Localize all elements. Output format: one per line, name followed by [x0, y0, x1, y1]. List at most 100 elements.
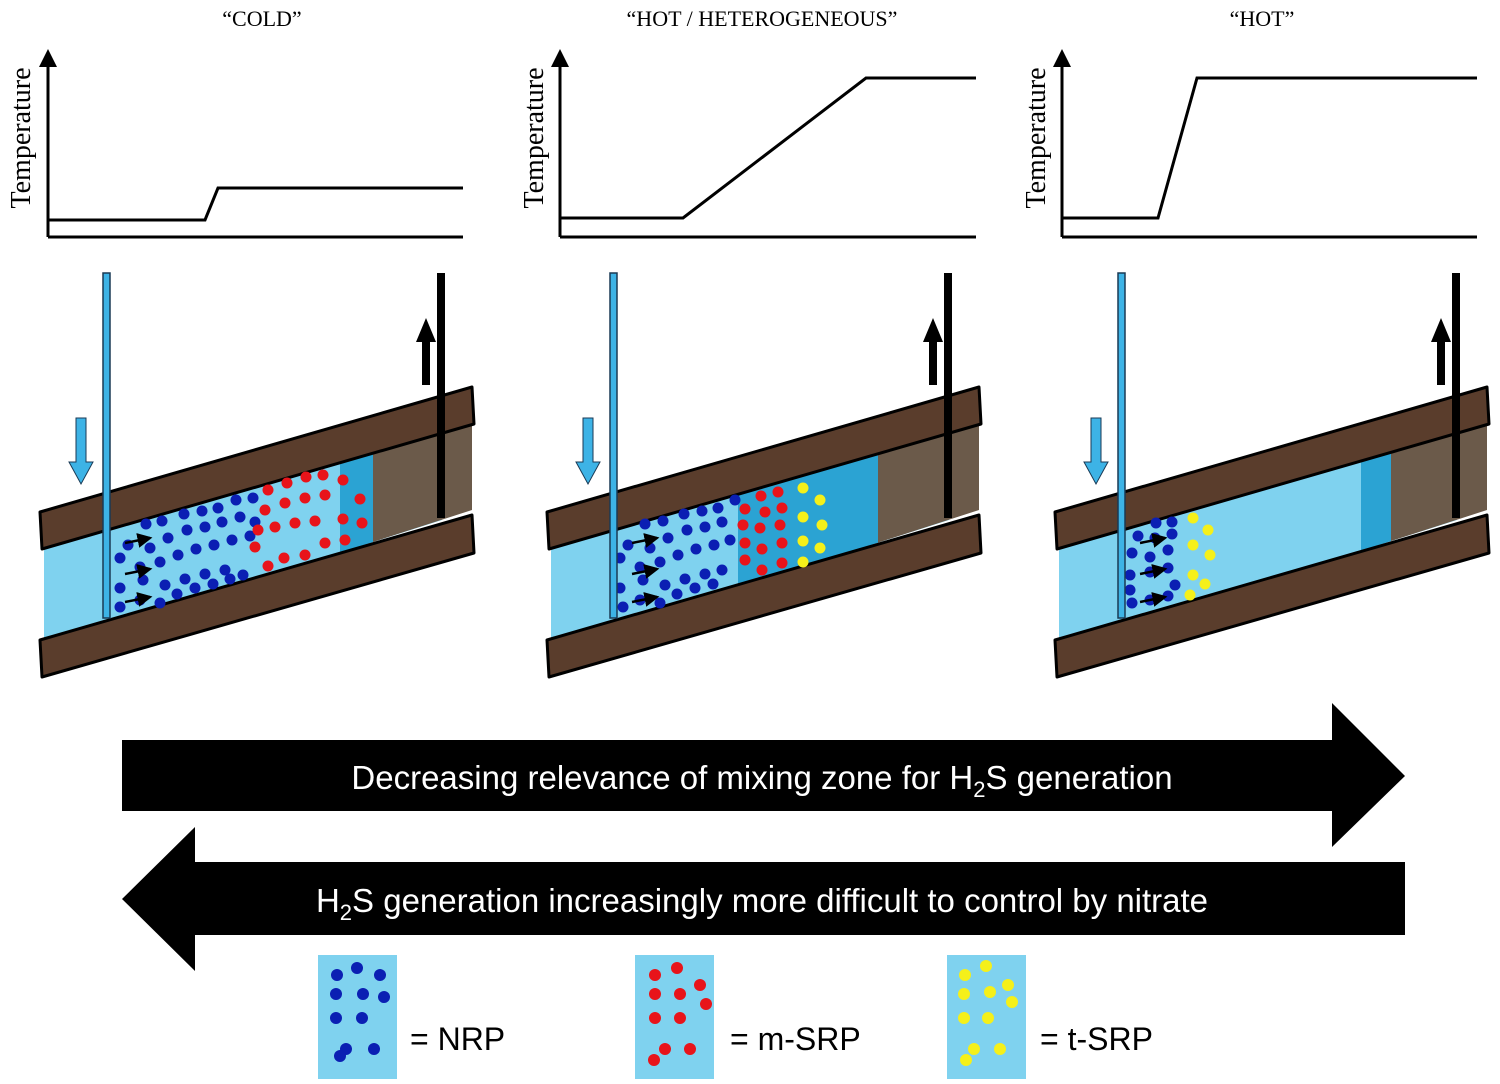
nrp-particle: [196, 505, 208, 517]
legend-dot: [351, 962, 363, 974]
m-srp-particle: [299, 549, 311, 561]
legend-dot: [960, 1054, 972, 1066]
m-srp-particle: [337, 513, 349, 525]
nrp-particle: [181, 524, 193, 536]
flow-arrow: [1139, 533, 1168, 548]
m-srp-particle: [252, 524, 264, 536]
legend-dot: [694, 979, 706, 991]
nrp-particle: [144, 542, 156, 554]
nrp-particle: [637, 574, 649, 586]
t-srp-dots-icon: [958, 960, 1018, 1066]
temperature-plot-hot-heterogeneous: [551, 49, 976, 239]
legend-dot: [374, 969, 386, 981]
legend-dot: [368, 1043, 380, 1055]
m-srp-particle: [262, 560, 274, 572]
right-arrow: [122, 703, 1405, 847]
flow-arrow: [1139, 564, 1168, 579]
legend-dot: [649, 988, 661, 1000]
m-srp-particle: [739, 537, 751, 549]
m-srp-dots-icon: [648, 962, 712, 1066]
m-srp-particle: [259, 504, 271, 516]
nrp-particle: [179, 573, 191, 585]
nrp-particle: [639, 518, 651, 530]
reservoir-hot-heterogeneous: [545, 272, 983, 679]
injection-well: [1117, 272, 1126, 619]
upper-rock-layer: [1053, 385, 1491, 551]
nrp-particle: [1124, 569, 1136, 581]
t-srp-particle: [797, 556, 809, 568]
legend-dot: [968, 1043, 980, 1055]
t-srp-particle: [1187, 539, 1199, 551]
nrp-particle: [212, 502, 224, 514]
nrp-particle: [1166, 516, 1178, 528]
legend-dot: [982, 1012, 994, 1024]
temperature-plot-hot: [1053, 49, 1477, 239]
nrp-particle: [234, 511, 246, 523]
legend-dot: [684, 1043, 696, 1055]
legend-dot: [648, 1054, 660, 1066]
nrp-particle: [712, 502, 724, 514]
nrp-particle: [644, 542, 656, 554]
nrp-particle: [1132, 530, 1144, 542]
injection-arrow-icon: [575, 417, 601, 486]
legend-item-t-srp: = t-SRP: [947, 955, 1153, 1079]
temperature-profile-hot: [1062, 76, 1477, 220]
legend-dot: [1002, 979, 1014, 991]
upper-rock-layer: [545, 385, 983, 551]
nrp-particle: [707, 578, 719, 590]
m-srp-particle: [774, 519, 786, 531]
nrp-particle: [678, 508, 690, 520]
nrp-particle: [617, 601, 629, 613]
legend-dot: [330, 1012, 342, 1024]
nrp-particle: [199, 568, 211, 580]
production-arrow-icon: [416, 318, 436, 385]
legend-label-nrp: = NRP: [410, 1021, 505, 1057]
nrp-particle: [654, 597, 666, 609]
nrp-particle: [1126, 547, 1138, 559]
nrp-particle: [207, 578, 219, 590]
legend-dot: [378, 991, 390, 1003]
legend-item-m-srp: = m-SRP: [635, 955, 861, 1079]
temperature-profile-hot-heterogeneous: [560, 76, 976, 220]
t-srp-particle: [1187, 512, 1199, 524]
nrp-particle: [1150, 517, 1162, 529]
flow-arrow: [631, 533, 660, 548]
production-well: [437, 273, 445, 518]
flow-arrow: [631, 592, 660, 607]
nrp-particle: [681, 524, 693, 536]
nrp-particle: [190, 543, 202, 555]
panel-title-hot-heterogeneous: “HOT / HETEROGENEOUS”: [627, 6, 898, 31]
injection-arrow-icon: [68, 417, 94, 486]
m-srp-particle: [319, 489, 331, 501]
m-srp-particle: [281, 477, 293, 489]
nrp-particle: [699, 521, 711, 533]
nrp-particle: [226, 534, 238, 546]
m-srp-particle: [337, 474, 349, 486]
production-arrow-icon: [1431, 318, 1451, 385]
legend-dot: [356, 1012, 368, 1024]
nrp-particle: [114, 582, 126, 594]
m-srp-particle: [756, 543, 768, 555]
nrp-particle: [679, 573, 691, 585]
injection-arrow-icon: [1083, 417, 1109, 486]
legend-dot: [671, 962, 683, 974]
lower-rock-layer: [545, 513, 983, 679]
production-well: [944, 273, 952, 518]
nrp-particle: [672, 549, 684, 561]
nrp-particle: [172, 549, 184, 561]
nrp-particle: [699, 568, 711, 580]
legend-dot: [959, 969, 971, 981]
legend-dot: [984, 986, 996, 998]
production-arrow-icon: [923, 318, 943, 385]
m-srp-particle: [289, 517, 301, 529]
nrp-particle: [208, 539, 220, 551]
nrp-particle: [634, 561, 646, 573]
legend-dot: [994, 1043, 1006, 1055]
nrp-particle: [159, 579, 171, 591]
nrp-particle: [189, 582, 201, 594]
m-srp-particle: [269, 521, 281, 533]
legend-dot: [649, 1012, 661, 1024]
m-srp-particle: [772, 486, 784, 498]
nrp-particle: [1144, 551, 1156, 563]
